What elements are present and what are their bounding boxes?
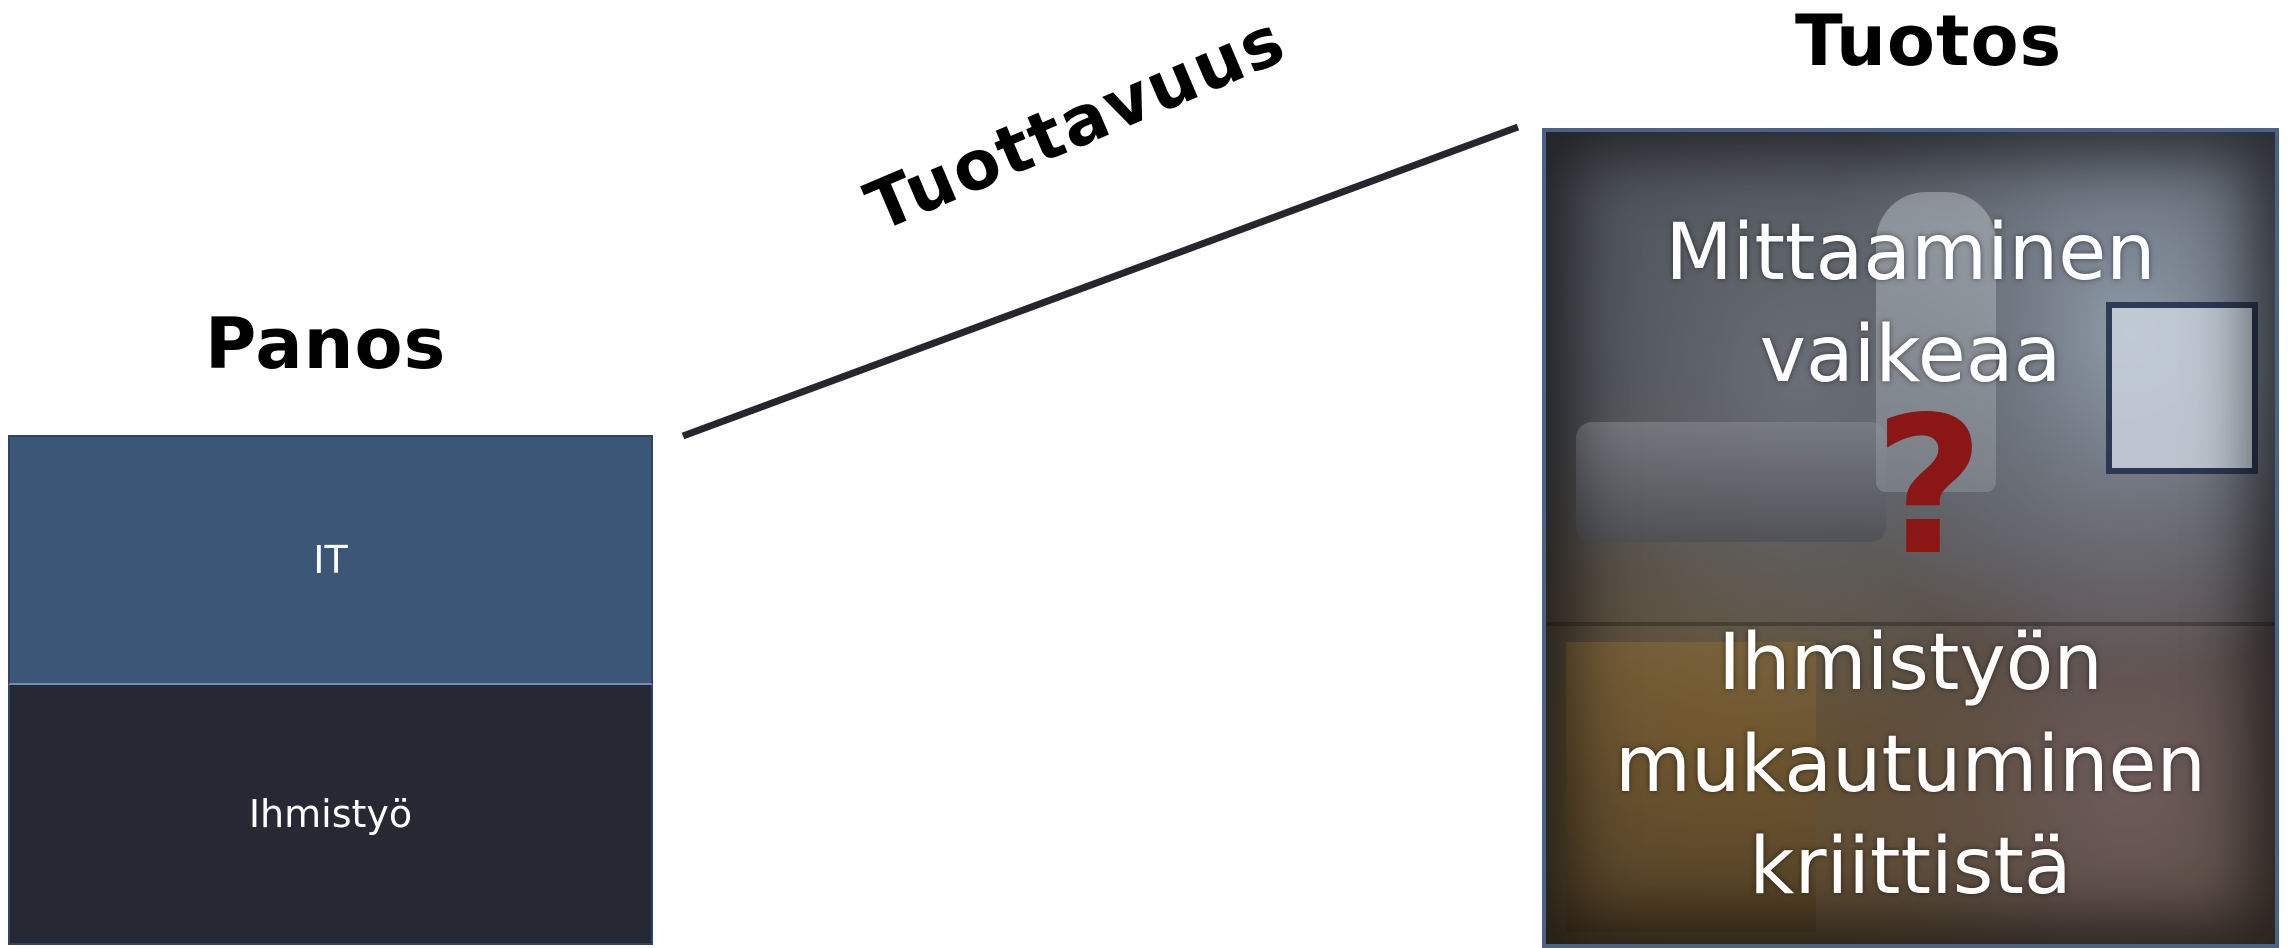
input-block-human-work: Ihmistyö [8, 685, 653, 945]
adaptation-line-3: kriittistä [1749, 822, 2072, 912]
adaptation-line-2: mukautuminen [1615, 720, 2206, 810]
human-adaptation-text: Ihmistyön mukautuminen kriittistä [1546, 612, 2275, 918]
input-title: Panos [205, 303, 447, 385]
hospital-corridor-photo [1566, 642, 1816, 932]
hospital-bed-photo [1576, 422, 1886, 542]
input-block-it: IT [8, 435, 653, 685]
doctor-photo [1876, 192, 1996, 492]
collage-divider [1546, 622, 2275, 626]
productivity-slope [681, 123, 1520, 440]
patient-monitor-photo [2106, 302, 2258, 474]
output-title: Tuotos [1795, 0, 2063, 82]
output-panel: Mittaaminen vaikeaa ? Ihmistyön mukautum… [1542, 128, 2279, 948]
measurement-difficult-text: Mittaaminen vaikeaa [1546, 202, 2275, 406]
adaptation-line-1: Ihmistyön [1718, 618, 2103, 708]
measurement-line-2: vaikeaa [1759, 310, 2062, 400]
measurement-line-1: Mittaaminen [1665, 208, 2156, 298]
question-mark-icon: ? [1874, 376, 1985, 597]
